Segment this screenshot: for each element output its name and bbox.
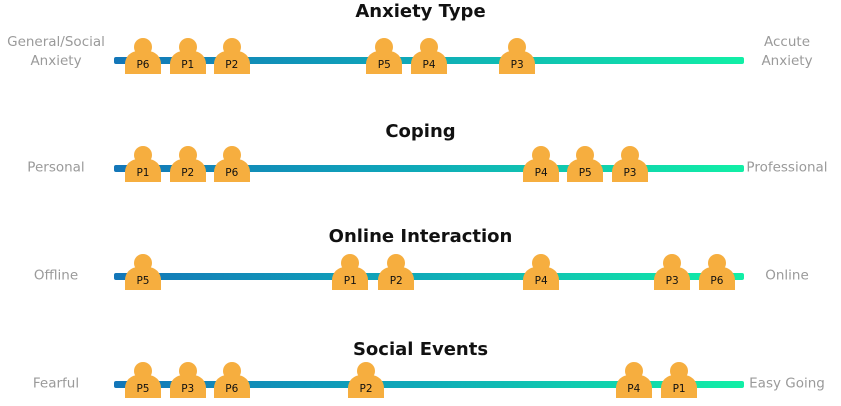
person-icon-body (169, 51, 206, 74)
persona-marker: P4 (523, 146, 560, 190)
row-title: Online Interaction (328, 226, 513, 247)
persona-marker: P2 (348, 362, 384, 406)
persona-label: P4 (534, 167, 548, 179)
person-icon-body (332, 267, 369, 290)
persona-marker: P1 (332, 254, 369, 298)
persona-label: P1 (672, 383, 686, 395)
persona-label: P6 (225, 383, 239, 395)
right-end-label: Online (732, 267, 841, 286)
persona-marker: P6 (698, 254, 735, 298)
person-icon-body (213, 51, 250, 74)
persona-marker: P3 (169, 362, 206, 406)
spectrum-track (114, 273, 744, 280)
person-icon-body (611, 159, 648, 182)
left-end-label-line: Personal (27, 159, 85, 176)
persona-label: P5 (377, 59, 391, 71)
right-end-label-line: Online (765, 267, 809, 284)
persona-label: P1 (343, 275, 357, 287)
person-icon-body (124, 267, 161, 290)
right-end-label-line: Accute Anxiety (761, 34, 813, 69)
persona-label: P2 (359, 383, 373, 395)
persona-marker: P2 (378, 254, 415, 298)
persona-marker: P5 (366, 38, 403, 82)
right-end-label-line: Professional (746, 159, 828, 176)
persona-label: P4 (627, 383, 641, 395)
left-end-label-line: Offline (33, 267, 79, 284)
person-icon-body (169, 375, 206, 398)
person-icon-body (523, 267, 560, 290)
persona-marker: P3 (654, 254, 691, 298)
persona-label: P3 (181, 383, 195, 395)
left-end-label: Offline (0, 267, 112, 286)
person-icon-body (499, 51, 536, 74)
persona-label: P1 (181, 59, 195, 71)
persona-marker: P3 (611, 146, 648, 190)
persona-marker: P5 (567, 146, 604, 190)
persona-label: P3 (623, 167, 637, 179)
left-end-label-line: General/Social Anxiety (7, 34, 105, 69)
right-end-label: Accute Anxiety (732, 33, 841, 71)
persona-marker: P1 (169, 38, 206, 82)
persona-label: P3 (510, 59, 524, 71)
persona-label: P4 (422, 59, 436, 71)
persona-marker: P6 (124, 38, 161, 82)
person-icon-body (615, 375, 652, 398)
person-icon-body (124, 51, 161, 74)
persona-marker: P6 (213, 362, 250, 406)
persona-label: P6 (136, 59, 150, 71)
persona-label: P6 (225, 167, 239, 179)
persona-marker: P1 (124, 146, 161, 190)
left-end-label: Fearful (0, 375, 112, 394)
persona-label: P3 (665, 275, 679, 287)
persona-label: P2 (225, 59, 239, 71)
persona-marker: P3 (499, 38, 536, 82)
persona-marker: P6 (213, 146, 250, 190)
person-icon-body (348, 375, 384, 398)
persona-marker: P1 (661, 362, 698, 406)
person-icon-body (411, 51, 447, 74)
persona-marker: P5 (124, 254, 161, 298)
persona-label: P5 (136, 275, 150, 287)
person-icon-body (124, 159, 161, 182)
person-icon-body (169, 159, 206, 182)
right-end-label: Easy Going (732, 375, 841, 394)
persona-marker: P4 (523, 254, 560, 298)
spectrum-track (114, 165, 744, 172)
persona-marker: P4 (411, 38, 447, 82)
person-icon-body (213, 375, 250, 398)
person-icon-body (567, 159, 604, 182)
persona-label: P2 (181, 167, 195, 179)
persona-marker: P2 (213, 38, 250, 82)
left-end-label: Personal (0, 159, 112, 178)
right-end-label: Professional (732, 159, 841, 178)
row-title: Social Events (352, 339, 489, 360)
person-icon-body (698, 267, 735, 290)
persona-label: P2 (389, 275, 403, 287)
left-end-label-line: Fearful (32, 375, 80, 392)
spectrum-track (114, 381, 744, 388)
row-title: Anxiety Type (355, 1, 486, 22)
persona-marker: P4 (615, 362, 652, 406)
person-icon-body (661, 375, 698, 398)
persona-label: P4 (534, 275, 548, 287)
row-title: Coping (385, 121, 456, 142)
persona-label: P1 (136, 167, 150, 179)
persona-label: P6 (710, 275, 724, 287)
person-icon-body (523, 159, 560, 182)
person-icon-body (213, 159, 250, 182)
persona-label: P5 (578, 167, 592, 179)
person-icon-body (124, 375, 161, 398)
right-end-label-line: Easy Going (749, 375, 825, 392)
person-icon-body (654, 267, 691, 290)
left-end-label: General/Social Anxiety (0, 33, 112, 71)
persona-label: P5 (136, 383, 150, 395)
persona-marker: P5 (124, 362, 161, 406)
person-icon-body (378, 267, 415, 290)
person-icon-body (366, 51, 403, 74)
persona-marker: P2 (169, 146, 206, 190)
